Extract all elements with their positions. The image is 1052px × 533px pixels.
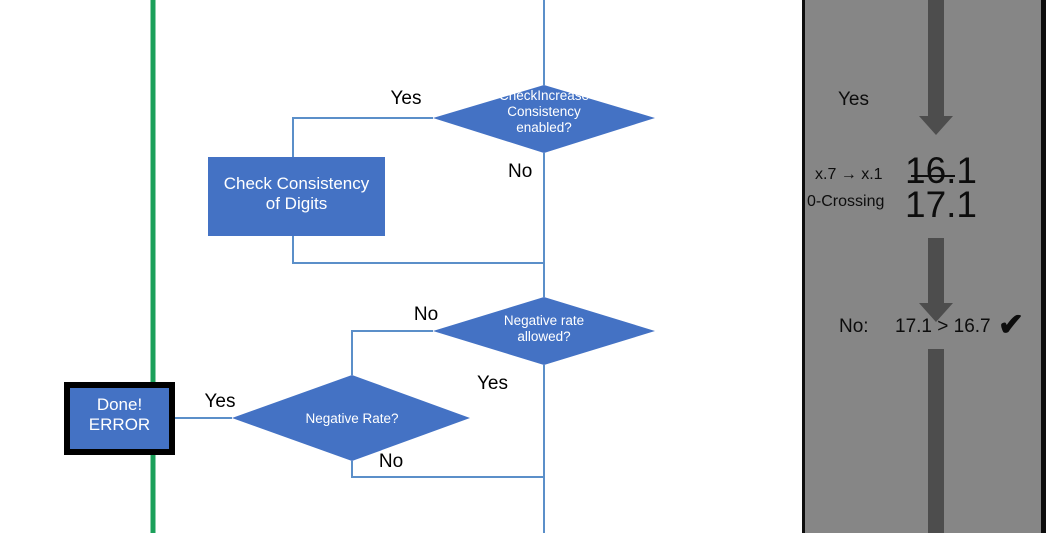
edge-label-negrate-no: No [378,451,404,472]
process-check-consistency-of-digits[interactable] [208,157,385,236]
decision-check-increase-consistency[interactable] [433,85,655,153]
panel-comparison-prefix: No: [839,316,869,337]
panel-comparison-checkmark-icon: ✔ [998,307,1024,342]
down-arrow-middle [919,238,953,322]
terminator-done-error[interactable] [64,382,175,455]
panel-row-note-1: 0-Crossing [807,193,885,210]
decision-negative-rate-allowed[interactable] [433,297,655,365]
panel-comparison-expression: 17.1 > 16.7 [895,316,991,337]
edge-label-negrate-yes: Yes [204,391,236,412]
connector-increase-yes [292,117,433,157]
connector-allowed-no [351,330,433,375]
panel-row-strikethrough-0 [911,175,955,177]
edge-label-allowed-no: No [413,304,439,325]
connector-negrate-no [351,461,544,478]
decision-negative-rate[interactable] [232,375,470,461]
down-shaft-bottom [928,349,944,533]
panel-row-value-0: 16.1 [905,150,978,191]
panel-yes-label: Yes [838,89,869,110]
panel-arrow-canvas [919,0,953,533]
connector-process-return [292,236,544,264]
edge-label-increase-yes: Yes [390,88,422,109]
down-arrow-top [919,0,953,135]
panel-row-value-1: 17.1 [905,184,978,225]
edge-label-allowed-yes: Yes [477,373,508,394]
panel-row-note-0: x.7 → x.1 [815,166,883,183]
edge-label-increase-no: No [508,161,533,182]
annotation-panel: Yes x.7 → x.1 16.1 0-Crossing 17.1 No: 1… [802,0,1046,533]
